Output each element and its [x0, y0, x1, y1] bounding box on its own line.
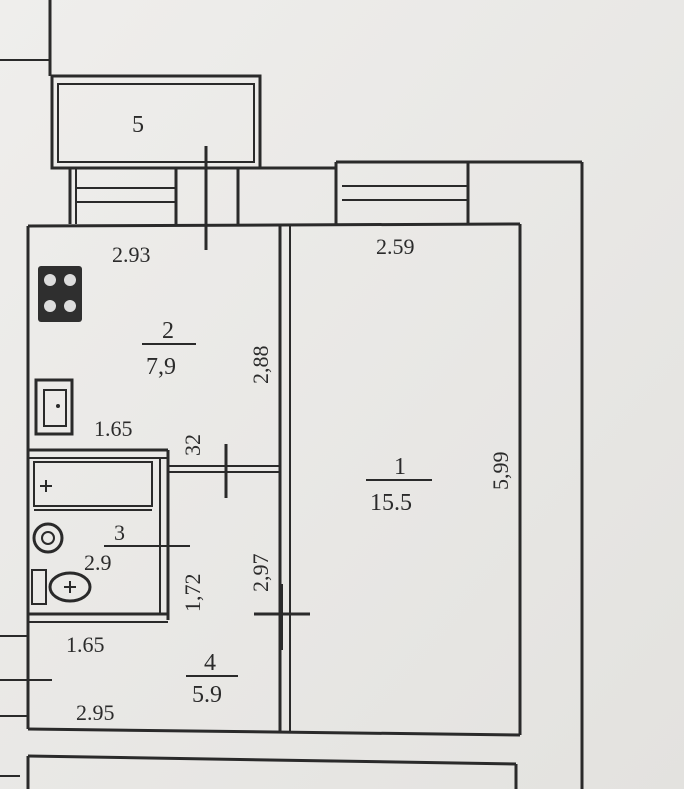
toilet-icon — [31, 569, 92, 605]
room-4-area: 5.9 — [192, 682, 222, 708]
lower-outline — [26, 754, 518, 789]
dim-kitchen-length: 2,88 — [248, 346, 273, 385]
dim-living-width: 2.59 — [376, 234, 415, 259]
kitchen-bathroom-wall — [28, 444, 280, 620]
dim-hall-length: 2.95 — [76, 700, 115, 725]
washbasin-icon — [32, 522, 64, 554]
corridor-door-mark — [254, 584, 310, 650]
window-strip — [68, 160, 584, 789]
stove-icon — [38, 266, 82, 322]
room-2-number: 2 — [162, 318, 174, 344]
dim-bath-length: 1,72 — [180, 574, 205, 613]
room-5-number: 5 — [132, 112, 144, 138]
upper-outer-walls — [0, 0, 52, 76]
entrance-marks — [0, 635, 52, 777]
dim-living-length: 5,99 — [488, 452, 513, 491]
room-2-area: 7,9 — [146, 354, 176, 380]
room-3-area: 2.9 — [84, 550, 112, 575]
dim-kitchen-lower-width: 1.65 — [94, 416, 133, 441]
room-4-number: 4 — [204, 650, 216, 676]
dim-hall-width: 1.65 — [66, 632, 105, 657]
room-1-number: 1 — [394, 454, 406, 480]
room-3-number: 3 — [114, 520, 125, 545]
sink-icon — [34, 378, 74, 436]
room-1-area: 15.5 — [370, 490, 412, 516]
bathtub-icon — [33, 461, 153, 511]
central-partition — [278, 226, 291, 732]
bathroom-bottom-wall — [28, 612, 168, 623]
room-5-outline — [50, 74, 262, 170]
apartment-outer-walls — [26, 222, 522, 737]
dim-corridor-length: 2,97 — [248, 554, 273, 593]
dim-kitchen-width: 2.93 — [112, 242, 151, 267]
dim-partition: 32 — [180, 434, 205, 456]
